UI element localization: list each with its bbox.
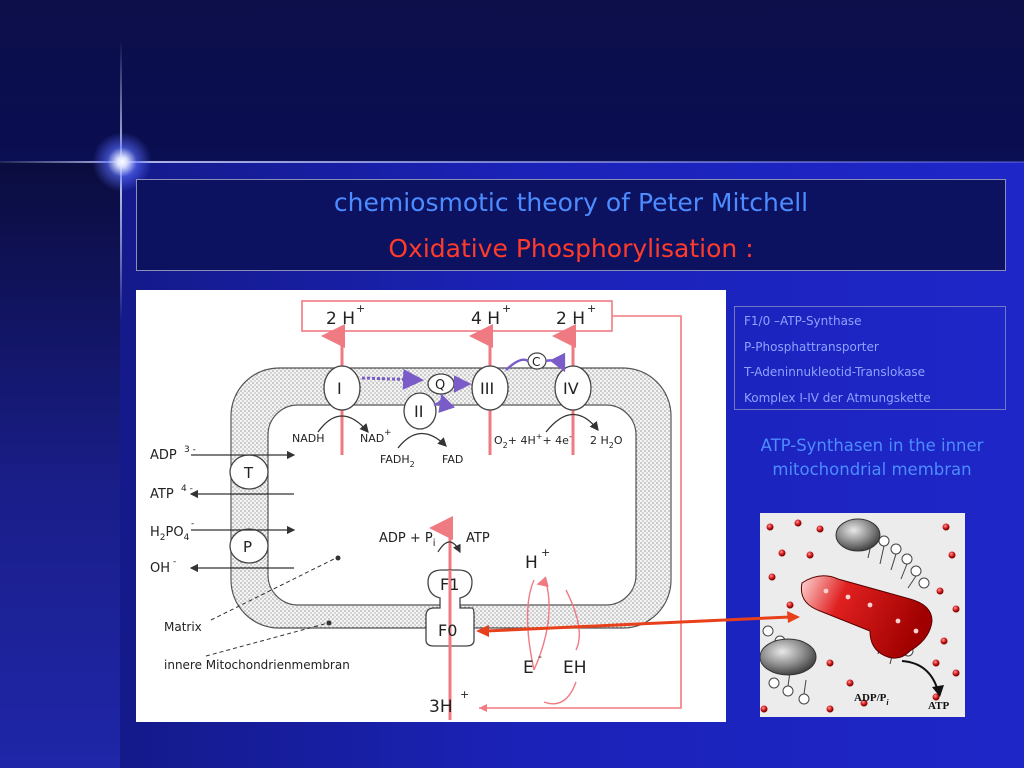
phosphate-transporter-p [229,528,269,564]
svg-text:I: I [337,379,342,398]
atp-synthase-illustration: ADP/Pi ATP [760,513,965,717]
f0-label: F0 [438,621,457,640]
complex-iv [554,365,592,411]
adp-pi-label: ADP + Pi [379,531,436,549]
oxygen-reaction-label: O2+ 4H++ 4e- [494,432,572,450]
svg-text:+: + [587,302,596,315]
svg-text:IV: IV [563,379,579,398]
water-label: 2 H2O [590,434,623,450]
legend-item: P-Phosphattransporter [744,339,879,354]
complex-i [323,365,361,411]
slide-title: chemiosmotic theory of Peter Mitchell [333,188,809,217]
proton-h-label: H [525,553,538,573]
fad-label: FAD [442,453,463,466]
membrane-label: innere Mitochondrienmembran [164,658,350,672]
eh-label: EH [563,658,587,678]
background-top [0,0,1024,162]
matrix-label: Matrix [164,620,202,634]
svg-text:-: - [191,519,194,529]
horizontal-light-stripe [0,161,1024,163]
complex-iii [471,365,509,411]
svg-text:+: + [460,688,469,701]
legend-item: T-Adeninnukleotid-Translokase [744,365,926,379]
diagram-svg: 2 H + 4 H + 2 H + I Q II III C IV NAD [150,300,682,720]
legend-item: F1/0 –ATP-Synthase [744,314,862,328]
phosphate-label: H2PO4 [150,525,190,543]
adp-label: ADP [150,448,177,463]
svg-text:+: + [356,302,365,315]
proton-return-path [479,315,682,709]
svg-text:II: II [414,402,423,421]
slide-subtitle: Oxidative Phosphorylisation : [388,234,754,263]
nad-label: NAD [360,432,384,445]
illustration-adp-pi-label: ADP/Pi [854,692,889,707]
fadh2-label: FADH2 [380,453,415,469]
hydroxide-label: OH [150,561,170,576]
svg-text:3 -: 3 - [184,445,196,455]
electron-e-label: E [523,658,534,678]
background-left-band [0,162,120,768]
complex-ii [403,392,437,430]
svg-text:C: C [532,355,540,369]
illustration-svg: ADP/Pi ATP [760,518,960,713]
svg-text:T: T [243,464,254,482]
illustration-atp-label: ATP [928,700,949,712]
proton-label-3: 2 H [556,309,585,329]
atp-product-label: ATP [466,531,490,546]
atp-label: ATP [150,487,174,502]
svg-text:+: + [502,302,511,315]
legend-item: Komplex I-IV der Atmungskette [744,390,931,405]
svg-text:-: - [538,650,542,663]
three-protons-label: 3H [429,697,453,717]
svg-text:4 -: 4 - [181,484,193,494]
legend-box: F1/0 –ATP-Synthase P-Phosphattransporter… [734,306,1006,410]
proton-label-1: 2 H [326,309,355,329]
svg-text:+: + [384,428,392,438]
svg-text:-: - [173,557,176,567]
svg-text:III: III [480,379,494,398]
nadh-label: NADH [292,432,325,445]
proton-label-2: 4 H [471,309,500,329]
f1-label: F1 [440,575,459,594]
chemiosmotic-diagram: 2 H + 4 H + 2 H + I Q II III C IV NAD [136,290,726,722]
slide-title-box: chemiosmotic theory of Peter Mitchell Ox… [136,179,1006,271]
svg-text:P: P [243,538,252,556]
image-caption: ATP-Synthasen in the inner mitochondrial… [760,436,984,479]
svg-text:+: + [541,546,550,559]
svg-text:Q: Q [435,378,445,393]
